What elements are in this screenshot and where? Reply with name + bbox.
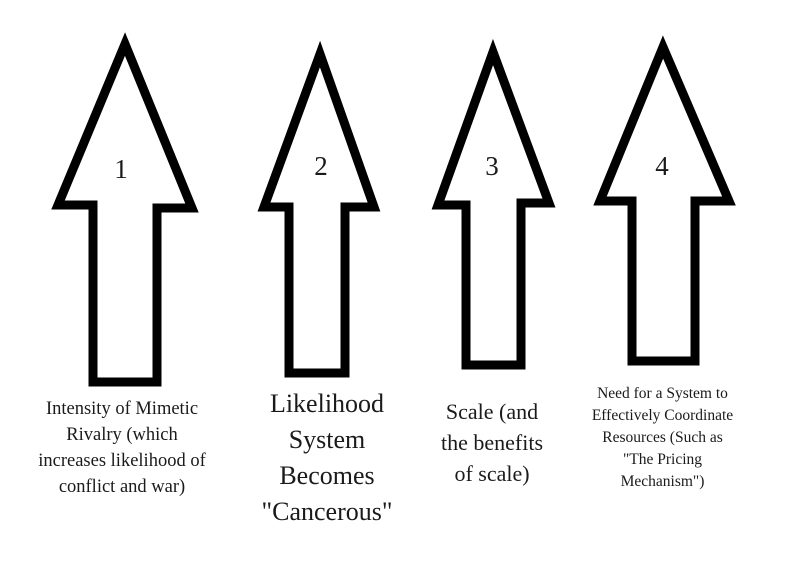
- arrow-4-caption-line: Effectively Coordinate: [591, 407, 734, 424]
- arrow-1: 1: [51, 32, 199, 387]
- arrow-3-caption-line: of scale): [454, 461, 530, 486]
- arrow-4-caption-line: "The Pricing: [622, 451, 703, 468]
- arrow-1-caption-line: conflict and war): [58, 477, 186, 497]
- arrow-2-caption: Likelihood System Becomes "Cancerous": [232, 386, 422, 530]
- arrow-4-caption-line: Need for a System to: [597, 385, 728, 402]
- arrow-4-caption-line: Resources (Such as: [602, 429, 723, 446]
- arrow-4-shape: [593, 35, 736, 366]
- arrow-3-shape: [431, 38, 556, 370]
- arrow-2-caption-line: Becomes: [279, 461, 375, 490]
- arrow-2: 2: [257, 40, 381, 378]
- arrow-2-number: 2: [314, 151, 328, 181]
- arrow-4-caption: Need for a System to Effectively Coordin…: [560, 383, 765, 493]
- arrow-3-caption-line: Scale (and: [445, 399, 539, 424]
- arrow-4-caption-line: Mechanism"): [620, 473, 705, 490]
- arrow-2-caption-line: "Cancerous": [261, 497, 393, 526]
- arrow-2-shape: [257, 40, 381, 378]
- arrow-2-caption-line: System: [288, 425, 366, 454]
- arrow-1-caption-line: increases likelihood of: [38, 451, 206, 471]
- arrow-1-shape: [51, 32, 199, 387]
- arrow-1-caption-line: Rivalry (which: [66, 425, 178, 445]
- arrow-4-number: 4: [655, 151, 669, 181]
- arrow-3-number: 3: [485, 151, 499, 181]
- arrow-3: 3: [431, 38, 556, 370]
- arrow-4: 4: [593, 35, 736, 366]
- arrow-3-caption-line: the benefits: [440, 430, 544, 455]
- arrow-1-caption: Intensity of Mimetic Rivalry (which incr…: [0, 396, 244, 500]
- arrow-1-number: 1: [114, 154, 128, 184]
- arrow-3-caption: Scale (and the benefits of scale): [412, 396, 572, 489]
- arrow-1-caption-line: Intensity of Mimetic: [45, 399, 199, 419]
- arrow-2-caption-line: Likelihood: [269, 389, 385, 418]
